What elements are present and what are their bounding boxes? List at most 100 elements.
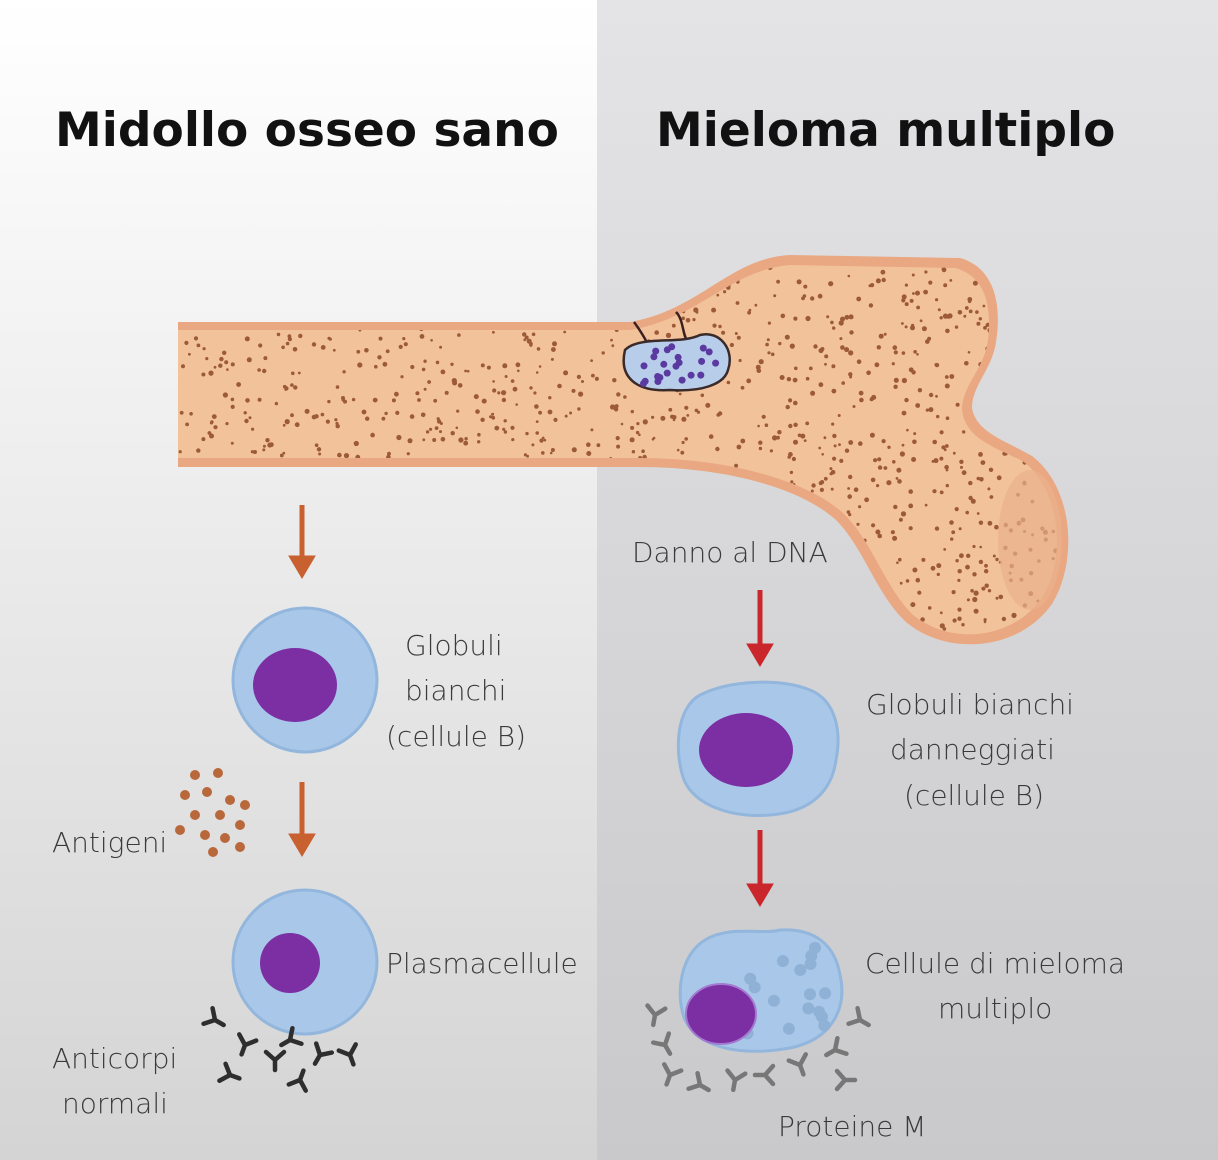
marrow-dot [501,390,507,396]
marrow-dot [944,444,949,448]
marrow-dot [917,388,923,393]
marrow-dot [952,618,957,623]
marrow-dot [877,465,883,470]
marrow-dot [534,404,539,409]
antigen-dot [202,787,212,797]
marrow-dot [325,419,330,424]
marrow-dot [201,437,206,442]
marrow-dot [944,383,950,389]
marrow-dot [718,324,722,329]
marrow-dot [230,404,235,409]
marrow-dot [515,403,518,406]
marrow-dot [877,457,882,462]
marrow-dot [801,296,805,301]
marrow-dot [849,330,854,335]
tumor-cell-nucleus [705,348,713,356]
antigen-dot [175,825,185,835]
marrow-dot [497,391,501,395]
marrow-dot [740,385,745,390]
marrow-dot [563,330,567,334]
marrow-dot [994,524,999,530]
antigen-dot [200,830,210,840]
marrow-dot [789,470,794,475]
marrow-dot [334,418,338,422]
tumor-cell-nucleus [640,362,648,370]
marrow-dot [978,520,984,525]
marrow-dot [332,348,336,352]
marrow-dot [179,410,184,415]
marrow-dot [654,330,659,335]
marrow-dot [810,296,815,301]
marrow-dot [419,334,425,339]
marrow-dot [440,369,446,375]
marrow-dot [963,314,967,318]
marrow-dot [966,553,971,558]
marrow-dot [805,315,811,322]
marrow-dot [772,435,778,441]
cytoplasm-granule [782,1022,795,1035]
marrow-dot [735,301,740,305]
marrow-dot [290,413,294,418]
marrow-dot [533,391,537,395]
marrow-dot [230,397,235,402]
marrow-dot [504,375,508,378]
antigen-dot [190,810,200,820]
marrow-dot [901,351,906,355]
tumor-cell-nucleus [656,374,664,381]
marrow-dot [257,368,261,372]
marrow-dot [958,527,962,531]
marrow-dot [769,449,774,453]
marrow-dot [996,475,1002,481]
marrow-dot [510,425,515,430]
marrow-dot [824,362,827,366]
marrow-dot [557,383,562,389]
marrow-dot [335,385,340,389]
marrow-dot [196,448,201,453]
marrow-dot [492,380,495,383]
marrow-dot [913,432,917,436]
marrow-dot [738,358,742,363]
marrow-dot [972,572,977,577]
marrow-dot [222,392,228,398]
marrow-dot [501,397,507,403]
marrow-dot [715,446,720,452]
marrow-dot [831,364,836,369]
marrow-dot [941,445,946,450]
marrow-dot [927,336,932,341]
marrow-dot [984,563,988,568]
marrow-dot [407,438,413,444]
marrow-dot [864,497,869,503]
marrow-dot [712,323,717,328]
marrow-dot [226,368,229,371]
marrow-dot [409,414,415,419]
marrow-dot [844,314,850,320]
marrow-dot [282,384,287,389]
marrow-dot [909,298,914,303]
marrow-dot [979,477,984,482]
marrow-dot [708,434,714,439]
marrow-dot [318,452,322,456]
marrow-dot [847,274,851,278]
marrow-dot [998,594,1004,600]
marrow-dot [954,507,959,512]
marrow-dot [912,439,917,445]
marrow-dot [262,448,266,452]
marrow-dot [353,440,359,447]
antigens-icon [175,768,250,857]
marrow-dot [523,453,528,457]
marrow-dot [972,280,978,286]
marrow-dot [356,349,361,354]
marrow-dot [870,477,876,483]
marrow-dot [778,341,782,346]
marrow-dot [899,451,906,457]
marrow-dot [840,345,845,350]
marrow-dot [818,446,822,450]
marrow-dot [219,356,224,362]
marrow-dot [535,371,539,374]
marrow-dot [936,563,942,569]
marrow-dot [591,373,595,378]
marrow-dot [343,453,350,459]
marrow-dot [780,313,786,319]
marrow-dot [793,316,798,321]
marrow-dot [224,360,229,365]
